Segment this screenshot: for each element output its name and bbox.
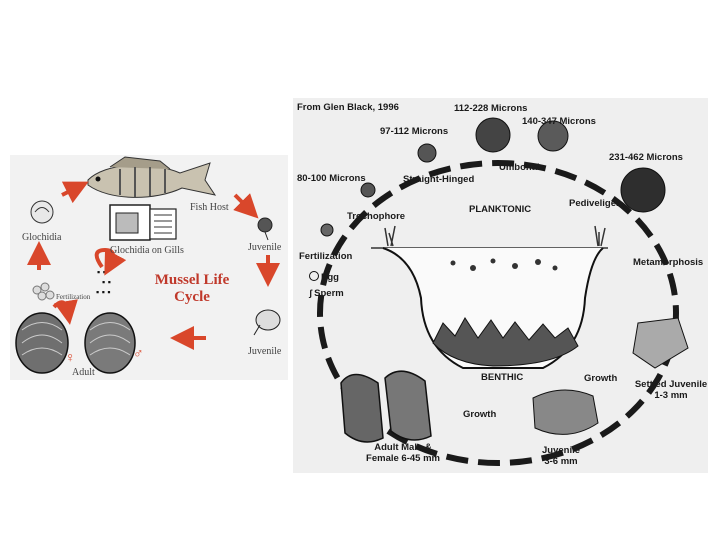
juvenile-top-label: Juvenile	[248, 242, 282, 253]
fertilization-label-right: Fertilization	[299, 251, 353, 262]
size-97-112-label: 97-112 Microns	[380, 126, 449, 137]
svg-text:▪ ▪: ▪ ▪	[97, 267, 106, 277]
glen-black-life-cycle-panel: From Glen Black, 1996 112-228 Microns 14…	[293, 98, 708, 473]
cycle-ring	[317, 160, 679, 466]
metamorphosis-label: Metamorphosis	[633, 257, 704, 268]
settled-juvenile-line-2: 1-3 mm	[654, 390, 688, 401]
title-line-2: Cycle	[174, 289, 210, 305]
svg-text:▪ ▪: ▪ ▪	[102, 277, 111, 287]
male-symbol: ♂	[133, 345, 144, 361]
adult-line-2: Female 6-45 mm	[366, 453, 440, 464]
size-140-347-label: 140-347 Microns	[522, 116, 596, 127]
juvenile-top-illustration	[257, 217, 273, 241]
cycle-arrows	[27, 181, 280, 350]
svg-text:▪ ▪ ▪: ▪ ▪ ▪	[96, 287, 111, 297]
glochidia-on-gills-label: Glochidia on Gills	[110, 245, 184, 256]
glochidia-illustration	[30, 200, 54, 224]
juvenile-bottom-illustration	[253, 309, 281, 336]
egg-text: Egg	[321, 272, 339, 283]
fertilization-label: Fertilization	[56, 293, 91, 301]
fish-host-label: Fish Host	[190, 202, 229, 213]
diagram-title: Mussel Life Cycle	[132, 272, 252, 306]
juvenile-illustration	[532, 389, 599, 435]
egg-icon	[309, 271, 319, 281]
mussel-life-cycle-panel: ▪ ▪ ▪ ▪ ▪ ▪ ▪ Fish Host Glochidia Glochi…	[10, 155, 288, 380]
size-112-228-label: 112-228 Microns	[454, 103, 528, 114]
planktonic-label: PLANKTONIC	[469, 204, 532, 215]
adult-label-right: Adult Male & Female 6-45 mm	[361, 442, 445, 464]
juvenile-line-1: Juvenile	[541, 445, 581, 456]
source-citation: From Glen Black, 1996	[297, 102, 399, 113]
settled-juvenile-illustration	[632, 317, 689, 369]
size-80-100-label: 80-100 Microns	[297, 173, 366, 184]
growth-bottom-label: Growth	[463, 409, 497, 420]
adult-label: Adult	[72, 367, 95, 378]
fish-illustration	[87, 156, 217, 198]
juvenile-line-2: 3-6 mm	[544, 456, 578, 467]
adult-mussels-illustration	[15, 312, 136, 374]
trochophore-label: Trochophore	[347, 211, 406, 222]
juvenile-label-right: Juvenile 3-6 mm	[536, 445, 586, 467]
adult-line-1: Adult Male &	[374, 442, 432, 453]
right-cycle-drawing	[317, 117, 689, 466]
pediveliger-label: Pediveliger	[569, 198, 620, 209]
growth-right-label: Growth	[584, 373, 618, 384]
juvenile-bottom-label: Juvenile	[248, 346, 282, 357]
settled-juvenile-line-1: Settled Juvenile	[634, 379, 708, 390]
eggs-illustration: ▪ ▪ ▪ ▪ ▪ ▪ ▪	[32, 267, 111, 301]
egg-label: Egg	[309, 271, 339, 283]
mussel-bed	[432, 317, 579, 367]
sperm-text: Sperm	[314, 288, 344, 299]
benthic-label: BENTHIC	[481, 372, 524, 383]
larval-stage-illustrations	[320, 117, 666, 237]
adult-mussels-drawing	[340, 370, 432, 443]
left-cycle-drawing: ▪ ▪ ▪ ▪ ▪ ▪ ▪	[15, 156, 281, 374]
gills-inset-illustration	[109, 204, 177, 241]
straight-hinged-label: Straight-Hinged	[403, 174, 475, 185]
sperm-icon: ʃ	[309, 288, 313, 299]
settled-juvenile-label: Settled Juvenile 1-3 mm	[633, 379, 709, 401]
umbonal-label: Umbonal	[499, 162, 540, 173]
size-231-462-label: 231-462 Microns	[609, 152, 683, 163]
title-line-1: Mussel Life	[154, 272, 230, 288]
glochidia-label: Glochidia	[22, 232, 62, 243]
female-symbol: ♀	[65, 349, 76, 365]
